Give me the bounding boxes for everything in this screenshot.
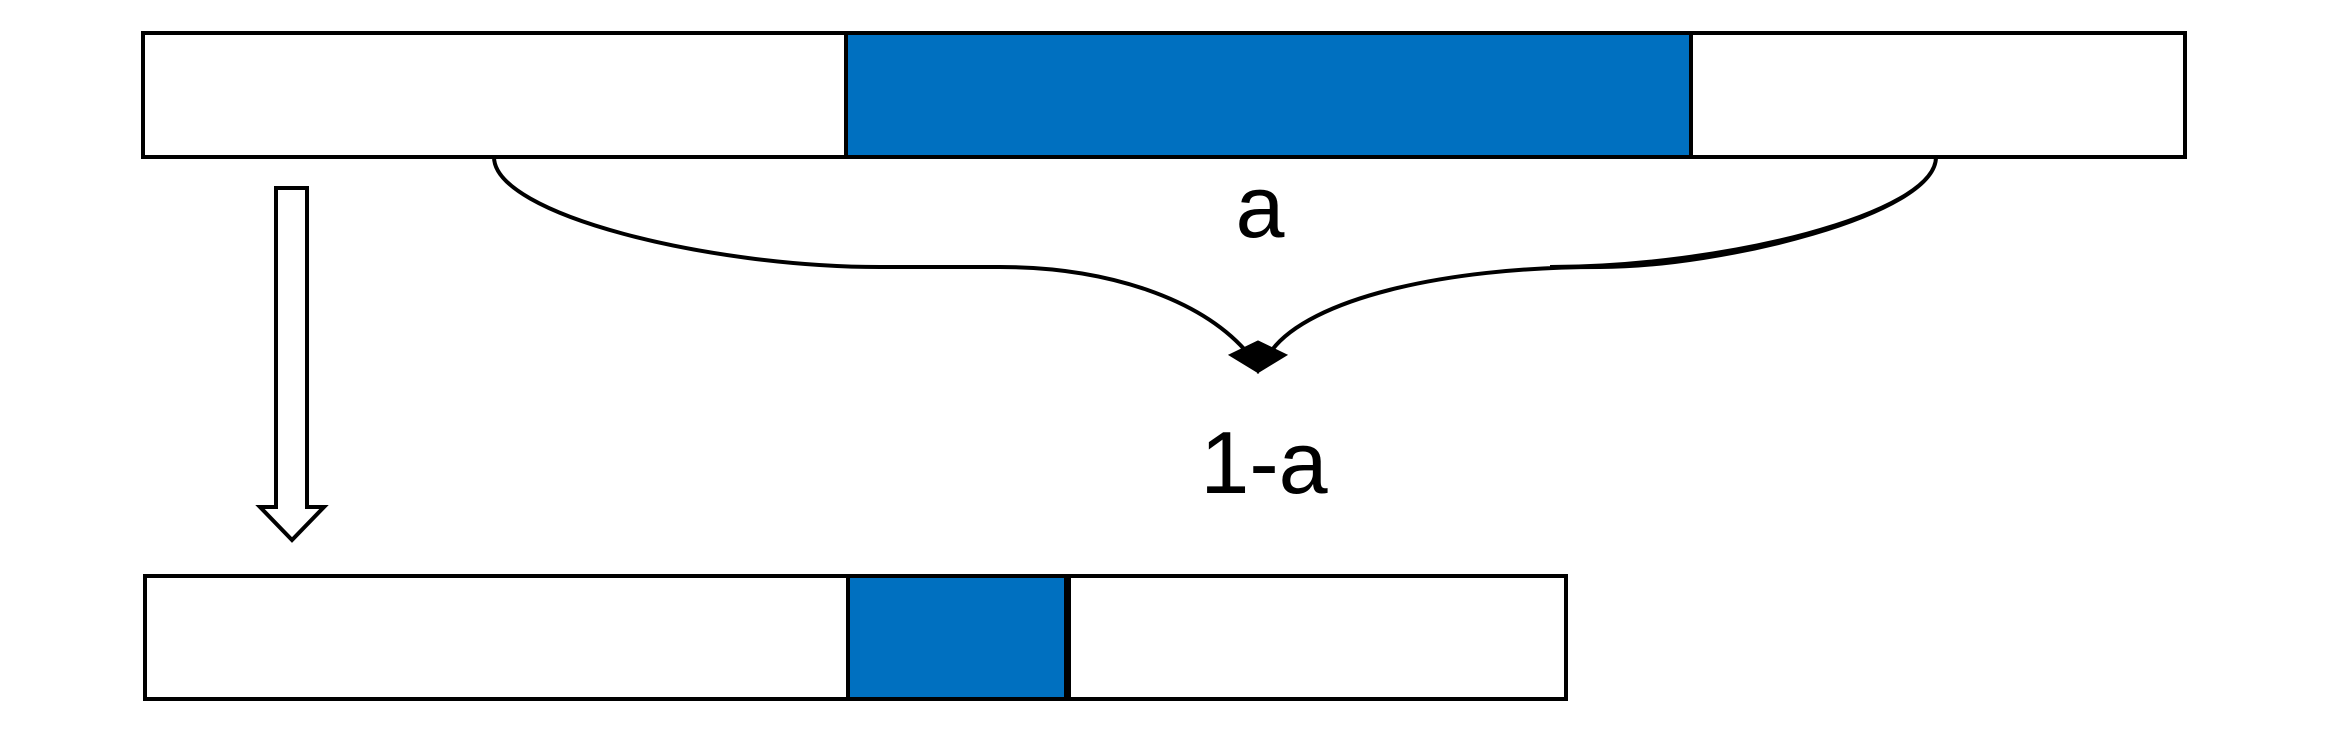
merge-brace [492, 156, 1938, 374]
bottom-bar [143, 574, 1568, 701]
label-one-minus-a: 1-a [1200, 413, 1327, 512]
top-bar-right-segment [1689, 31, 2187, 159]
brace-left-curve [492, 156, 1247, 352]
brace-arrowhead-right-icon [1256, 340, 1289, 374]
top-bar [141, 31, 2187, 159]
top-bar-left-segment [141, 31, 848, 159]
label-a: a [1236, 157, 1285, 256]
bottom-bar-right-segment [1067, 574, 1568, 701]
bottom-bar-highlight-segment [846, 574, 1068, 701]
brace-right-curve [1270, 156, 1938, 352]
down-arrow-icon [255, 186, 329, 543]
bottom-bar-left-segment [143, 574, 850, 701]
top-bar-highlight-segment [844, 31, 1693, 159]
